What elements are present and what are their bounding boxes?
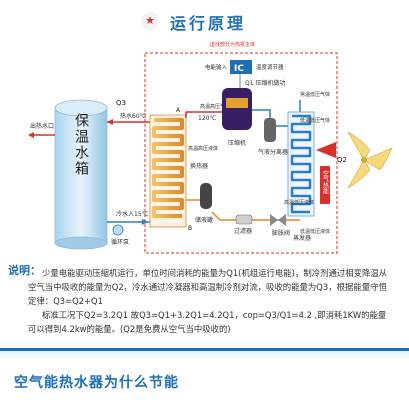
- q3-arrow-icon: [107, 119, 113, 125]
- air-heat-tag: [320, 166, 330, 204]
- explanation-paragraph-2: 标准工况下Q2=3.2Q1 故Q3=Q1+3.2Q1=4.2Q1，cop=Q3/…: [28, 310, 387, 334]
- heat-pump-boundary: [144, 52, 338, 254]
- compressor-output-label: Q1 压缩机做功: [245, 79, 285, 87]
- controller-chip-text: IC: [234, 64, 244, 74]
- hot-water-arrow-icon: [28, 132, 34, 138]
- explanation-text: 少量电能驱动压缩机运行，单位时间消耗的能量为Q1(机组运行电能)，制冷剂通过相变…: [28, 266, 388, 336]
- q2-label: Q2: [337, 156, 347, 164]
- explanation-title: 说明：: [8, 264, 41, 277]
- gas-separator-icon: [264, 118, 276, 142]
- compressor-label: 压缩机: [228, 139, 246, 147]
- hp-hot-liquid-label: 高温高压液体: [188, 145, 218, 152]
- power-input-label: 电能输入: [205, 63, 228, 71]
- cold-water-arrow-icon: [142, 219, 148, 225]
- section-title: 空气能热水器为什么节能: [14, 375, 179, 391]
- heat-pump-diagram: 虚线部分为热泵主体 保温水箱 出热水口 Q3 热水60℃ 冷水入15℃ 循环泵 …: [28, 41, 393, 254]
- hot-water-out-label: 出热水口: [30, 122, 54, 130]
- q3-label: Q3: [116, 99, 126, 107]
- point-b-label: B: [188, 225, 192, 232]
- filter-label: 过滤器: [234, 227, 252, 235]
- liquid-line-2: [211, 211, 300, 221]
- low-hot-liquid-label: 高温低压液体: [284, 199, 314, 206]
- receiver-tank: [200, 183, 212, 209]
- filter-icon: [235, 214, 253, 225]
- lp-gas-right-label: 低温低压气体: [300, 117, 330, 124]
- section-divider-fade: [0, 351, 409, 361]
- page-title: 运行原理: [170, 14, 247, 33]
- expansion-valve-icon: [270, 214, 278, 226]
- lp-gas-top-label: 常温低压气体: [300, 91, 330, 98]
- fan-icon: [347, 131, 393, 189]
- point-a-label: A: [176, 107, 181, 114]
- evaporator-coil: [290, 114, 312, 214]
- condenser-label: 换热器: [190, 162, 208, 170]
- temp-120-label: 120℃: [198, 115, 216, 122]
- gas-separator-label: 气液分离器: [258, 148, 288, 156]
- pump-label: 循环泵: [111, 238, 129, 246]
- lp-liquid-label: 低温低压液体: [300, 228, 330, 235]
- expansion-valve-icon-b: [278, 214, 286, 226]
- receiver-label: 储液罐: [195, 216, 213, 224]
- heat-out-label: 热水60℃: [120, 112, 147, 120]
- tank-label: 保温水箱: [73, 113, 89, 177]
- water-tank: [54, 99, 108, 250]
- section-divider: [0, 348, 409, 351]
- page-header: ★ 运行原理: [0, 0, 409, 46]
- hp-hot-gas-label: 高温高压气体: [200, 103, 230, 110]
- pump-icon: [112, 224, 124, 236]
- controller-chip: [230, 60, 252, 74]
- explanation-paragraph-1: 少量电能驱动压缩机运行，单位时间消耗的能量为Q1(机组运行电能)，制冷剂通过相变…: [28, 268, 388, 306]
- air-heat-label: 空气热能: [322, 169, 329, 195]
- suction-pipe: [252, 109, 271, 118]
- boundary-label: 虚线部分为热泵主体: [210, 41, 255, 48]
- compressor: [222, 88, 252, 130]
- q2-arrow-icon: [316, 142, 336, 158]
- star-icon: ★: [141, 12, 159, 30]
- condenser-coil: [152, 118, 184, 218]
- cold-water-label: 冷水入15℃: [116, 210, 149, 218]
- controller-label: 温度调节器: [256, 63, 284, 71]
- evaporator-label: 蒸发器: [293, 234, 311, 242]
- expansion-label: 膨胀阀: [272, 229, 290, 237]
